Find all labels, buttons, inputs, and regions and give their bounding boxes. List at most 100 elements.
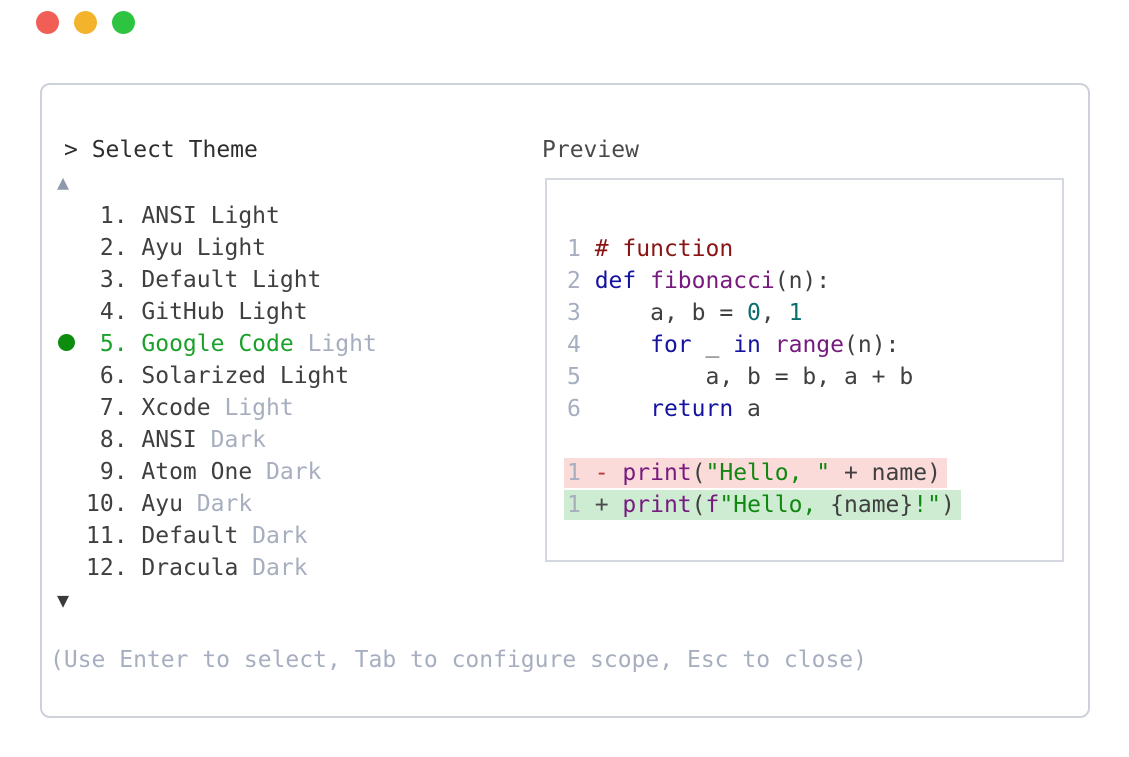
bullet-spacer [58,366,75,383]
token-function: print [622,491,692,518]
token-plain: ( [691,459,706,486]
theme-item-label: 10. Ayu [86,491,183,517]
diff-highlight: 1 + print(f"Hello, {name}!") [564,489,961,520]
theme-item-label: 8. ANSI [86,427,197,453]
bullet-spacer [58,430,75,447]
theme-list-item-10[interactable]: 10. Ayu Dark [58,488,377,520]
preview-label: Preview [542,137,639,163]
theme-list-item-1[interactable]: 1. ANSI Light [58,200,377,232]
line-number: 6 [567,395,595,422]
theme-list-item-3[interactable]: 3. Default Light [58,264,377,296]
theme-list-item-5[interactable]: 5. Google Code Light [58,328,377,360]
token-plain: a [733,395,761,422]
minimize-button[interactable] [74,11,97,34]
token-function: range [774,331,844,358]
token-plain: , [760,299,789,326]
theme-item-variant: Dark [196,427,267,453]
code-line [567,424,961,456]
token-plain [595,396,650,422]
bullet-spacer [58,462,75,479]
scroll-down-icon[interactable]: ▼ [57,588,70,612]
theme-list-item-7[interactable]: 7. Xcode Light [58,392,377,424]
theme-item-label: 12. Dracula [86,555,239,581]
selected-bullet-icon [58,334,75,351]
token-plain: _ [691,331,734,358]
token-function: print [622,459,692,486]
code-content: 4 for _ in range(n): [564,330,905,360]
token-plain: + name) [830,459,941,486]
theme-list-item-4[interactable]: 4. GitHub Light [58,296,377,328]
token-literal: 0 [747,299,761,326]
code-line: 6 return a [567,392,961,424]
theme-item-label: 7. Xcode [86,395,211,421]
theme-list-item-8[interactable]: 8. ANSI Dark [58,424,377,456]
bullet-spacer [58,398,75,415]
code-line: 4 for _ in range(n): [567,328,961,360]
token-plain: ( [691,491,706,518]
token-plain: a, b = [594,299,748,326]
token-plain [595,332,650,358]
code-line: 2 def fibonacci(n): [567,264,961,296]
theme-item-label: 6. Solarized Light [86,363,350,389]
theme-item-variant: Dark [182,491,253,517]
line-number: 2 [567,267,595,294]
diff-highlight: 1 - print("Hello, " + name) [564,457,947,488]
code-content: 3 a, b = 0, 1 [564,298,808,328]
theme-item-variant: Light [210,395,294,421]
line-number: 3 [567,299,595,326]
code-content: 2 def fibonacci(n): [564,266,836,296]
zoom-button[interactable] [112,11,135,34]
theme-item-label: 4. GitHub Light [86,299,308,325]
code-content: 6 return a [564,394,767,424]
token-plus: + [594,491,623,518]
keyboard-hint: (Use Enter to select, Tab to configure s… [50,647,867,673]
token-plain: {name} [830,491,914,518]
bullet-spacer [58,558,75,575]
diff-line-added: 1 + print(f"Hello, {name}!") [564,488,961,520]
theme-item-variant: Dark [252,459,322,485]
bullet-spacer [58,526,75,543]
line-number: 1 [567,491,595,518]
code-line: 5 a, b = b, a + b [567,360,961,392]
traffic-lights [36,11,135,34]
line-number: 1 [567,459,595,486]
close-button[interactable] [36,11,59,34]
theme-picker-panel: > Select Theme Preview ▲ 1. ANSI Light 2… [40,83,1090,718]
token-plain: (n): [844,331,900,358]
bullet-spacer [58,238,75,255]
token-plain [636,268,650,294]
theme-item-label: 3. Default Light [86,267,322,293]
token-minus: - [594,459,623,486]
theme-item-variant: Light [293,331,377,357]
theme-item-label: 1. ANSI Light [86,203,280,229]
code-content [564,426,573,456]
token-keyword: in [733,331,761,358]
scroll-up-icon[interactable]: ▲ [57,170,70,194]
theme-list-item-12[interactable]: 12. Dracula Dark [58,552,377,584]
theme-item-label: 9. Atom One [86,459,253,485]
token-string: "Hello, [719,491,831,518]
token-keyword: def [594,267,637,294]
theme-list-item-11[interactable]: 11. Default Dark [58,520,377,552]
select-theme-prompt: > Select Theme [64,137,258,163]
token-plain: a, b = b, a + b [594,363,914,390]
token-string: "Hello, " [705,459,831,486]
bullet-spacer [58,302,75,319]
token-keyword: for [650,331,692,358]
theme-list-item-9[interactable]: 9. Atom One Dark [58,456,377,488]
token-function: fibonacci [650,267,775,294]
theme-list: 1. ANSI Light 2. Ayu Light 3. Default Li… [58,200,377,584]
code-content: 5 a, b = b, a + b [564,362,919,392]
theme-list-item-6[interactable]: 6. Solarized Light [58,360,377,392]
token-plain [761,332,775,358]
theme-list-item-2[interactable]: 2. Ayu Light [58,232,377,264]
line-number: 5 [567,363,595,390]
theme-item-variant: Dark [238,555,308,581]
token-keyword: return [650,395,734,422]
theme-item-label: 11. Default [86,523,239,549]
theme-item-label: 5. Google Code [86,331,294,357]
theme-item-variant: Dark [238,523,308,549]
